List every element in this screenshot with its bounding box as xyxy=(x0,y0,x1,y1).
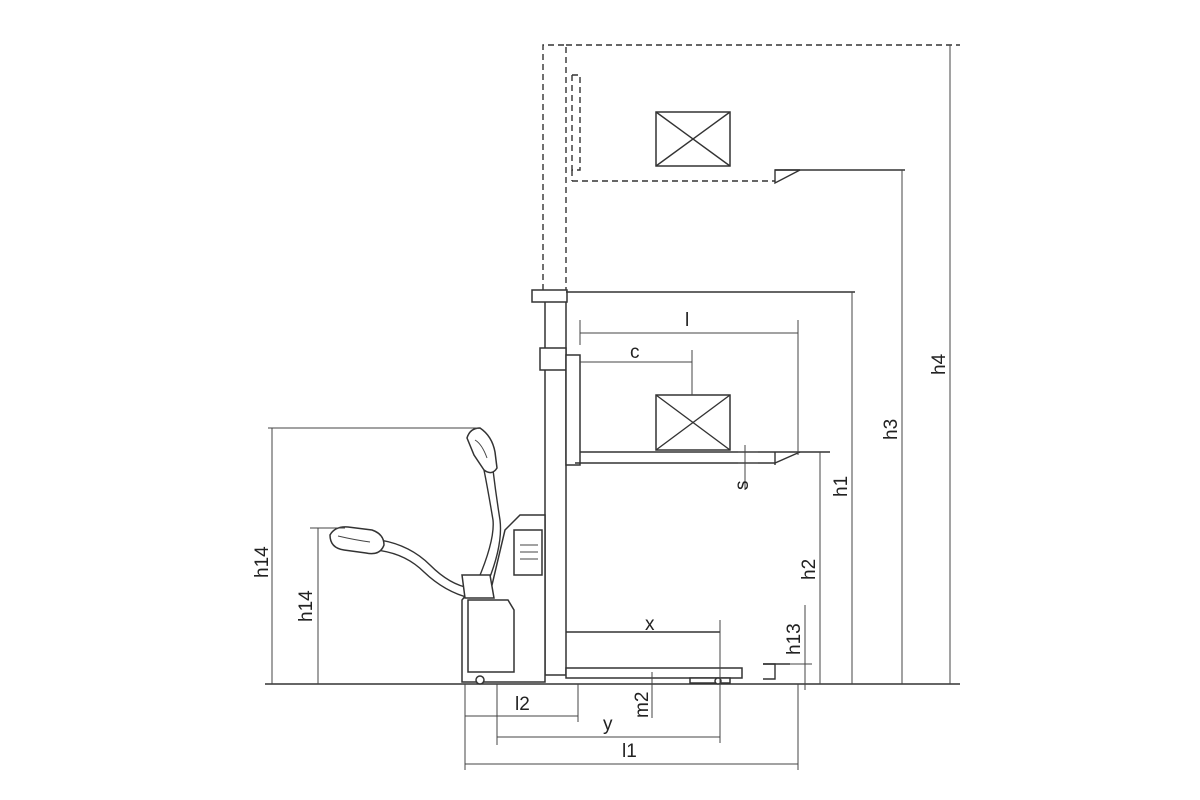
label-h1: h1 xyxy=(831,476,852,497)
tiller-lowered xyxy=(329,526,495,599)
extended-mast-outline xyxy=(542,44,960,290)
label-h2: h2 xyxy=(799,559,820,580)
label-h13: h13 xyxy=(784,623,805,655)
dimension-h14-outer xyxy=(268,427,478,684)
load-box xyxy=(655,394,731,451)
dimension-y xyxy=(496,684,720,745)
label-h14-outer: h14 xyxy=(252,546,273,578)
label-l: l xyxy=(685,310,689,331)
dimension-s xyxy=(738,445,758,490)
label-m2: m2 xyxy=(632,692,653,718)
label-l1: l1 xyxy=(622,741,637,762)
dimension-l2 xyxy=(464,684,579,770)
dimension-h14-inner xyxy=(310,527,345,684)
tiller-upright xyxy=(466,427,502,583)
mast xyxy=(531,289,855,676)
label-s: s xyxy=(732,481,753,491)
dimension-l1 xyxy=(465,684,799,770)
dimension-l xyxy=(579,320,799,455)
raised-load-box xyxy=(655,111,731,167)
label-c: c xyxy=(630,342,640,363)
dimension-c xyxy=(580,350,693,395)
carriage-fork xyxy=(565,354,830,466)
label-h4: h4 xyxy=(929,353,950,375)
base-legs xyxy=(565,631,790,685)
label-h3: h3 xyxy=(881,419,902,440)
label-h14-inner: h14 xyxy=(296,590,317,622)
label-y: y xyxy=(603,714,613,735)
dimension-h13 xyxy=(790,605,812,690)
truck-body xyxy=(461,514,546,685)
label-x: x xyxy=(645,614,655,635)
label-l2: l2 xyxy=(515,694,530,715)
